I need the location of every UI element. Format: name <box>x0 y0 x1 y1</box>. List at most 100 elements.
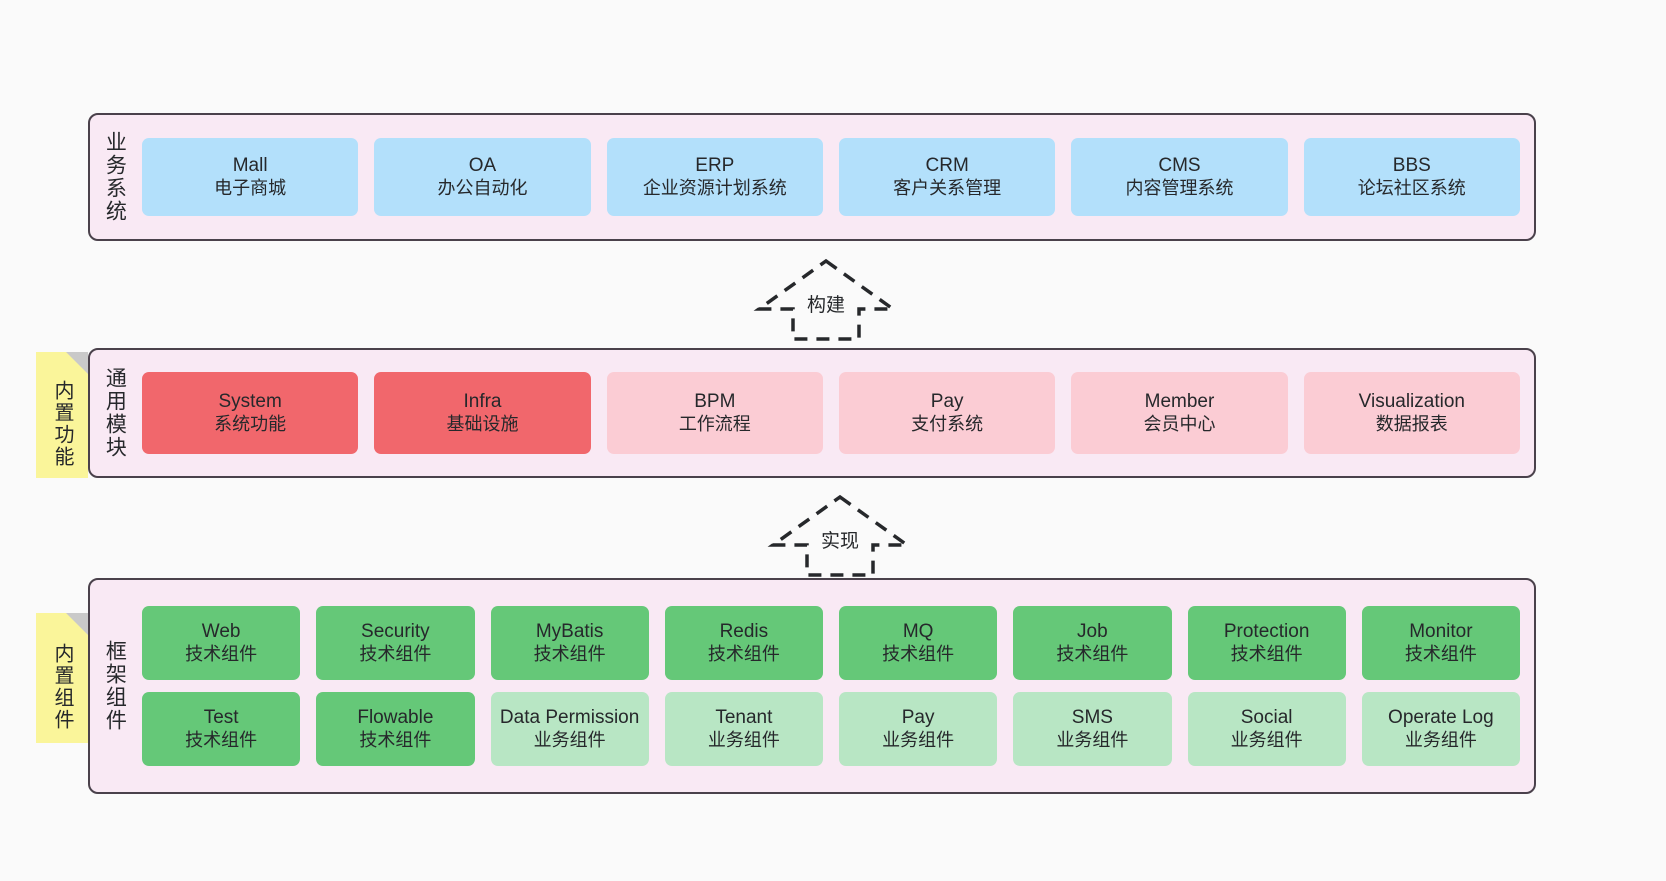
node-subtitle: 业务组件 <box>882 729 955 750</box>
node-title: Operate Log <box>1388 707 1494 729</box>
node-subtitle: 基础设施 <box>446 413 519 434</box>
layer-common-modules-label: 通用模块 <box>103 367 127 459</box>
node-title: Web <box>201 621 241 643</box>
node-title: Data Permission <box>499 707 640 729</box>
note-builtin-components-label: 内置组件 <box>51 643 73 731</box>
node-title: Tenant <box>715 707 773 729</box>
node-subtitle: 支付系统 <box>911 413 984 434</box>
node-subtitle: 业务组件 <box>533 729 606 750</box>
node-title: SMS <box>1071 707 1113 729</box>
node-subtitle: 数据报表 <box>1375 413 1448 434</box>
node-title: Visualization <box>1358 391 1465 413</box>
note-builtin-features: 内置功能 <box>36 352 88 478</box>
node-title: Monitor <box>1409 621 1473 643</box>
note-fold-corner-icon <box>66 352 88 374</box>
node-subtitle: 业务组件 <box>1230 729 1303 750</box>
node-subtitle: 技术组件 <box>359 729 432 750</box>
node-title: Test <box>203 707 239 729</box>
node-subtitle: 技术组件 <box>1056 643 1129 664</box>
node-title: Protection <box>1223 621 1310 643</box>
arrow-build: 构建 <box>753 258 899 342</box>
node-title: CRM <box>925 155 969 177</box>
node-subtitle: 会员中心 <box>1143 413 1216 434</box>
node-title: Pay <box>901 707 935 729</box>
node-title: Social <box>1240 707 1293 729</box>
node-title: Security <box>361 621 430 643</box>
node-subtitle: 业务组件 <box>707 729 780 750</box>
node-title: System <box>218 391 282 413</box>
note-fold-corner-icon <box>66 613 88 635</box>
node-title: Job <box>1077 621 1108 643</box>
node-subtitle: 技术组件 <box>1230 643 1303 664</box>
layer-framework-components-label: 框架组件 <box>103 640 127 732</box>
arrow-implement: 实现 <box>767 494 913 578</box>
node-subtitle: 客户关系管理 <box>893 177 1002 198</box>
node-subtitle: 业务组件 <box>1404 729 1477 750</box>
node-subtitle: 技术组件 <box>359 643 432 664</box>
node-title: Infra <box>463 391 502 413</box>
node-subtitle: 技术组件 <box>533 643 606 664</box>
node-subtitle: 论坛社区系统 <box>1357 177 1466 198</box>
node-title: MyBatis <box>535 621 604 643</box>
node-subtitle: 技术组件 <box>707 643 780 664</box>
node-title: Redis <box>719 621 769 643</box>
arrow-implement-label: 实现 <box>817 526 863 553</box>
node-title: Mall <box>232 155 268 177</box>
note-builtin-components: 内置组件 <box>36 613 88 743</box>
node-subtitle: 技术组件 <box>185 643 258 664</box>
node-subtitle: 办公自动化 <box>437 177 528 198</box>
node-title: CMS <box>1158 155 1201 177</box>
layer-business-systems-label: 业务系统 <box>103 131 127 223</box>
node-subtitle: 技术组件 <box>185 729 258 750</box>
node-subtitle: 工作流程 <box>678 413 751 434</box>
node-subtitle: 业务组件 <box>1056 729 1129 750</box>
node-subtitle: 技术组件 <box>1404 643 1477 664</box>
node-title: BPM <box>694 391 736 413</box>
node-title: BBS <box>1392 155 1431 177</box>
node-title: Flowable <box>357 707 434 729</box>
note-builtin-features-label: 内置功能 <box>51 380 73 468</box>
node-title: ERP <box>695 155 735 177</box>
node-subtitle: 电子商城 <box>214 177 287 198</box>
node-title: OA <box>468 155 497 177</box>
arrow-build-label: 构建 <box>803 290 849 317</box>
node-subtitle: 企业资源计划系统 <box>642 177 787 198</box>
